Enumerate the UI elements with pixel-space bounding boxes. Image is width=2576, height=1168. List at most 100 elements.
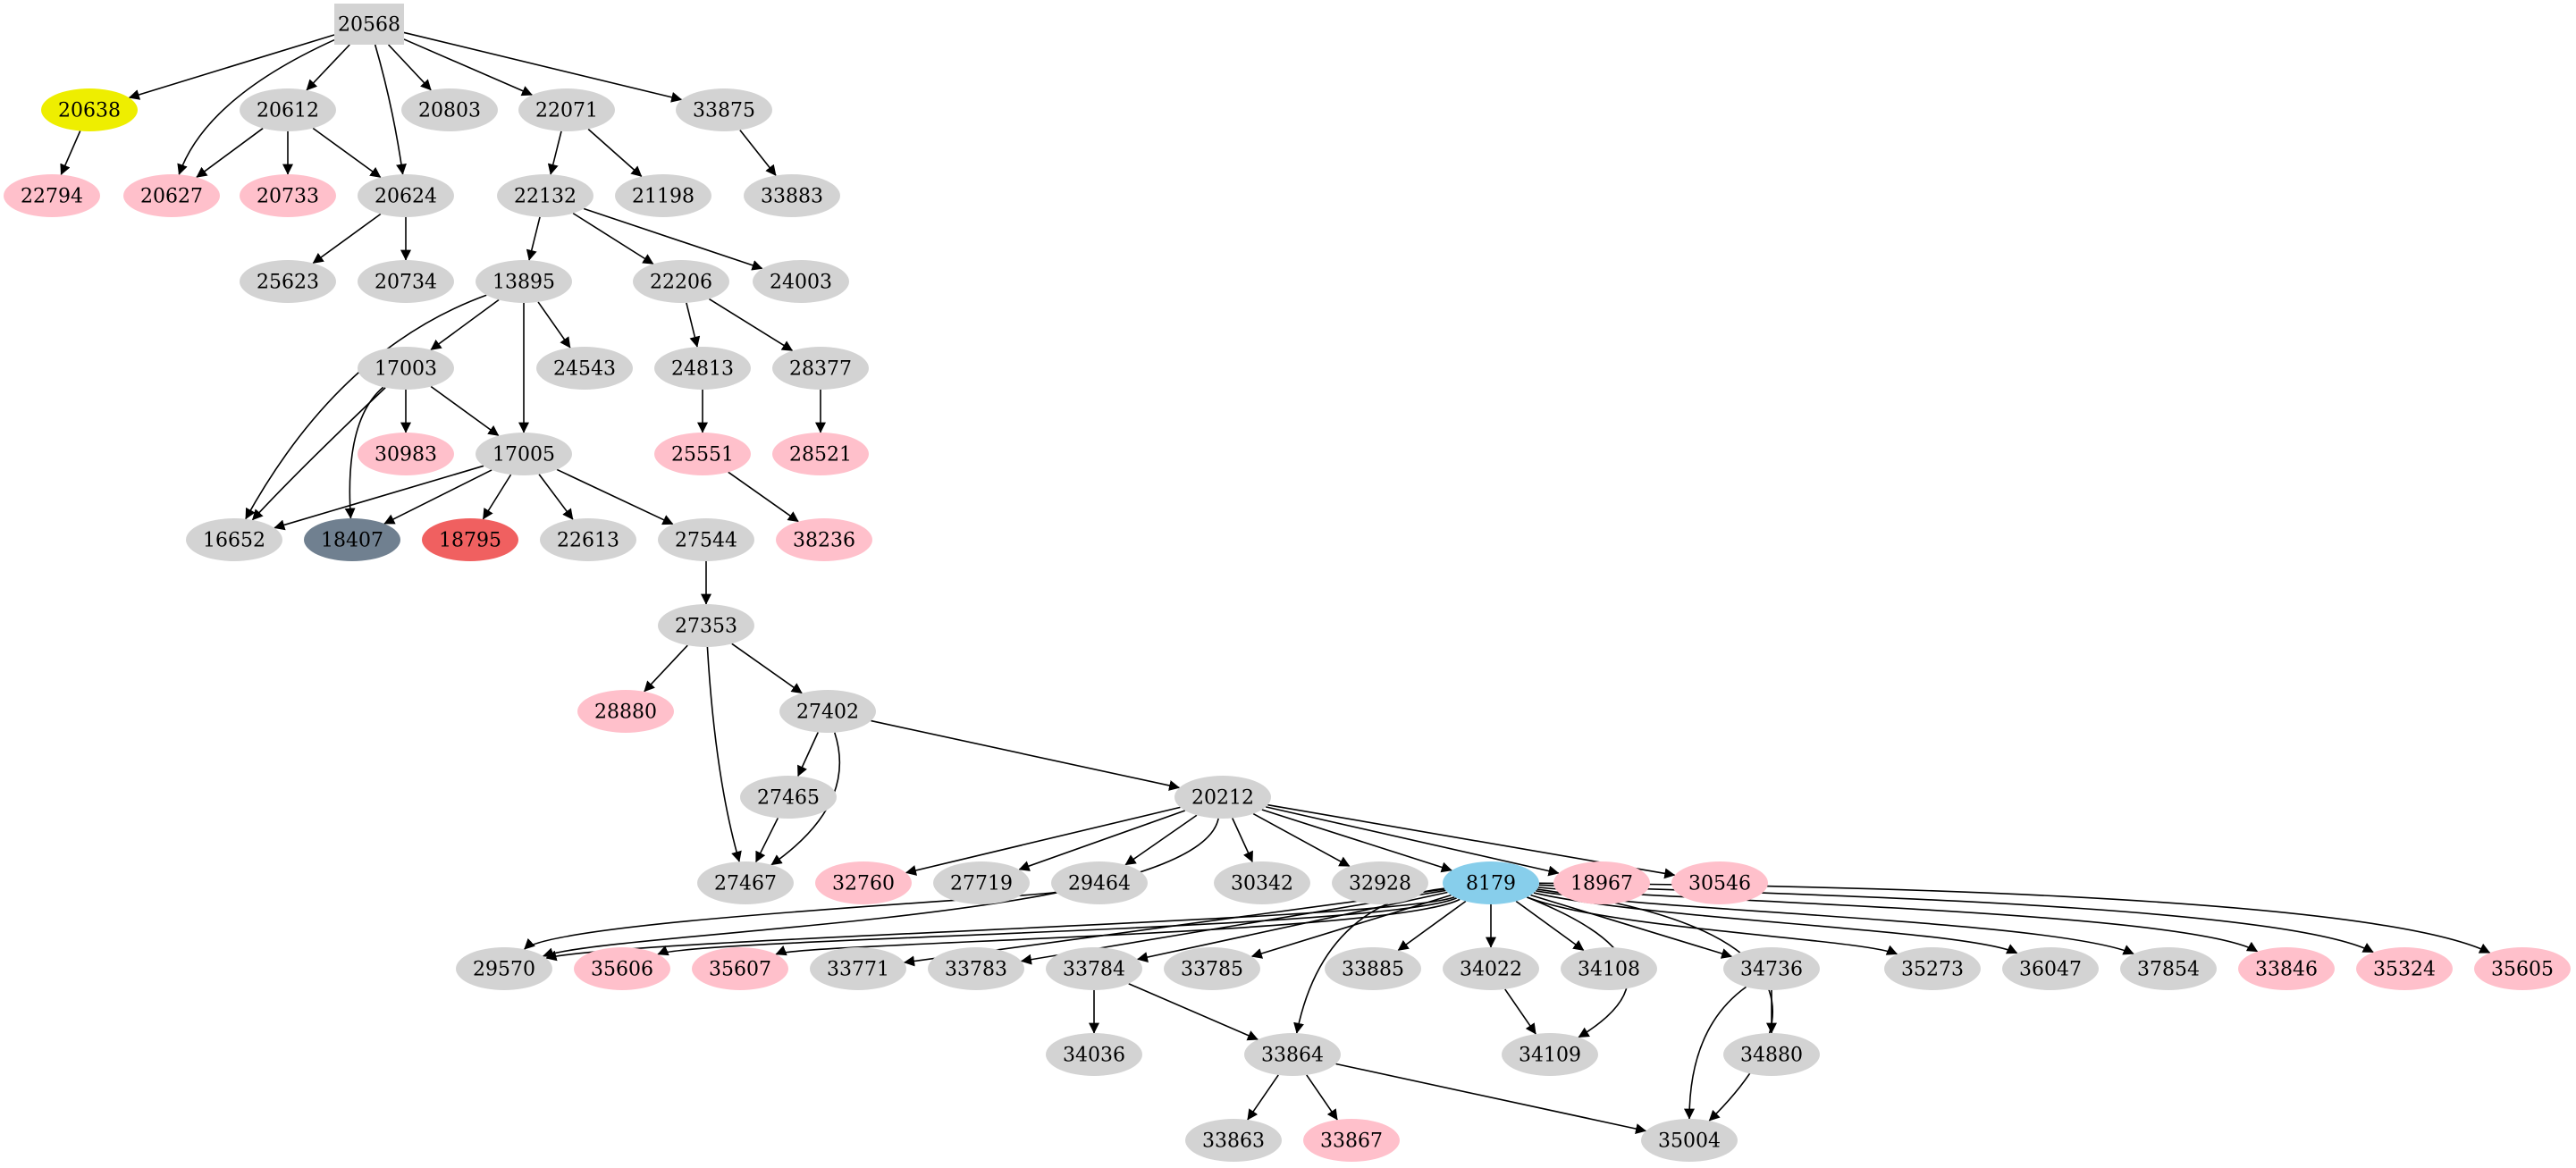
node-20803[interactable]: 20803 xyxy=(401,88,498,131)
edge-33784-33864 xyxy=(1128,983,1259,1041)
node-ellipse xyxy=(422,518,518,561)
node-30546[interactable]: 30546 xyxy=(1671,861,1768,904)
edge-22132-13895 xyxy=(526,216,541,261)
node-22071[interactable]: 22071 xyxy=(518,88,615,131)
node-18795[interactable]: 18795 xyxy=(422,518,518,561)
node-label: 38236 xyxy=(793,530,855,552)
node-29464[interactable]: 29464 xyxy=(1051,861,1148,904)
edge-20212-29464 xyxy=(1124,814,1198,866)
node-30983[interactable]: 30983 xyxy=(358,433,454,475)
node-34109[interactable]: 34109 xyxy=(1502,1033,1598,1076)
node-34036[interactable]: 34036 xyxy=(1046,1033,1142,1076)
node-36047[interactable]: 36047 xyxy=(2002,947,2099,990)
node-22206[interactable]: 22206 xyxy=(633,260,729,303)
node-35324[interactable]: 35324 xyxy=(2356,947,2453,990)
node-ellipse xyxy=(577,690,674,733)
node-27353[interactable]: 27353 xyxy=(658,604,754,647)
node-27544[interactable]: 27544 xyxy=(658,518,754,561)
node-label: 28880 xyxy=(594,702,657,724)
node-37854[interactable]: 37854 xyxy=(2120,947,2217,990)
node-38236[interactable]: 38236 xyxy=(776,518,872,561)
node-33784[interactable]: 33784 xyxy=(1046,947,1142,990)
node-35004[interactable]: 35004 xyxy=(1641,1119,1738,1162)
node-33875[interactable]: 33875 xyxy=(676,88,772,131)
node-27402[interactable]: 27402 xyxy=(779,690,876,733)
node-label: 27544 xyxy=(675,530,737,552)
node-ellipse xyxy=(186,518,282,561)
node-20733[interactable]: 20733 xyxy=(240,174,336,217)
edge-20568-33875 xyxy=(403,31,683,103)
node-22132[interactable]: 22132 xyxy=(497,174,593,217)
node-24003[interactable]: 24003 xyxy=(753,260,849,303)
node-29570[interactable]: 29570 xyxy=(456,947,552,990)
node-ellipse xyxy=(1553,861,1650,904)
node-ellipse xyxy=(123,174,220,217)
edge-20568-20612 xyxy=(306,44,350,91)
node-34108[interactable]: 34108 xyxy=(1561,947,1657,990)
node-20638[interactable]: 20638 xyxy=(41,88,138,131)
node-24813[interactable]: 24813 xyxy=(654,347,751,390)
node-label: 20624 xyxy=(375,186,437,208)
edge-20568-20627 xyxy=(177,38,335,175)
node-34736[interactable]: 34736 xyxy=(1723,947,1820,990)
node-33883[interactable]: 33883 xyxy=(744,174,840,217)
node-28880[interactable]: 28880 xyxy=(577,690,674,733)
node-22794[interactable]: 22794 xyxy=(4,174,100,217)
node-33867[interactable]: 33867 xyxy=(1303,1119,1400,1162)
node-20627[interactable]: 20627 xyxy=(123,174,220,217)
node-13895[interactable]: 13895 xyxy=(476,260,572,303)
node-35607[interactable]: 35607 xyxy=(692,947,788,990)
node-32760[interactable]: 32760 xyxy=(815,861,912,904)
node-25551[interactable]: 25551 xyxy=(654,433,751,475)
node-27467[interactable]: 27467 xyxy=(697,861,794,904)
node-17003[interactable]: 17003 xyxy=(358,347,454,390)
node-34880[interactable]: 34880 xyxy=(1723,1033,1820,1076)
edge-27402-27465 xyxy=(797,732,819,777)
node-34022[interactable]: 34022 xyxy=(1443,947,1539,990)
node-20568[interactable]: 20568 xyxy=(334,4,404,45)
node-ellipse xyxy=(615,174,711,217)
node-33785[interactable]: 33785 xyxy=(1164,947,1260,990)
edge-13895-17003 xyxy=(430,298,500,351)
edge-17005-18795 xyxy=(482,474,512,520)
node-35606[interactable]: 35606 xyxy=(574,947,670,990)
node-30342[interactable]: 30342 xyxy=(1214,861,1310,904)
node-ellipse xyxy=(2002,947,2099,990)
node-ellipse xyxy=(2474,947,2571,990)
node-33885[interactable]: 33885 xyxy=(1325,947,1421,990)
node-33771[interactable]: 33771 xyxy=(810,947,906,990)
node-33864[interactable]: 33864 xyxy=(1244,1033,1341,1076)
edge-27402-20212 xyxy=(871,719,1181,791)
node-21198[interactable]: 21198 xyxy=(615,174,711,217)
node-8179[interactable]: 8179 xyxy=(1443,861,1539,904)
node-25623[interactable]: 25623 xyxy=(240,260,336,303)
node-22613[interactable]: 22613 xyxy=(540,518,636,561)
node-20612[interactable]: 20612 xyxy=(240,88,336,131)
node-label: 34022 xyxy=(1460,959,1522,981)
node-label: 34108 xyxy=(1578,959,1640,981)
node-33783[interactable]: 33783 xyxy=(928,947,1024,990)
node-27719[interactable]: 27719 xyxy=(933,861,1030,904)
node-27465[interactable]: 27465 xyxy=(740,776,837,819)
node-18407[interactable]: 18407 xyxy=(304,518,400,561)
node-28521[interactable]: 28521 xyxy=(772,433,869,475)
edge-8179-33785 xyxy=(1250,894,1452,959)
node-17005[interactable]: 17005 xyxy=(476,433,572,475)
edge-22132-22206 xyxy=(572,212,654,265)
node-20212[interactable]: 20212 xyxy=(1174,776,1271,819)
node-16652[interactable]: 16652 xyxy=(186,518,282,561)
node-20734[interactable]: 20734 xyxy=(358,260,454,303)
node-33846[interactable]: 33846 xyxy=(2238,947,2335,990)
node-35605[interactable]: 35605 xyxy=(2474,947,2571,990)
node-24543[interactable]: 24543 xyxy=(536,347,633,390)
edge-27353-28880 xyxy=(644,644,688,693)
node-33863[interactable]: 33863 xyxy=(1185,1119,1282,1162)
node-35273[interactable]: 35273 xyxy=(1884,947,1981,990)
node-20624[interactable]: 20624 xyxy=(358,174,454,217)
node-18967[interactable]: 18967 xyxy=(1553,861,1650,904)
node-28377[interactable]: 28377 xyxy=(772,347,869,390)
node-32928[interactable]: 32928 xyxy=(1332,861,1428,904)
edge-27465-27467 xyxy=(754,818,779,863)
node-label: 20612 xyxy=(257,100,319,122)
